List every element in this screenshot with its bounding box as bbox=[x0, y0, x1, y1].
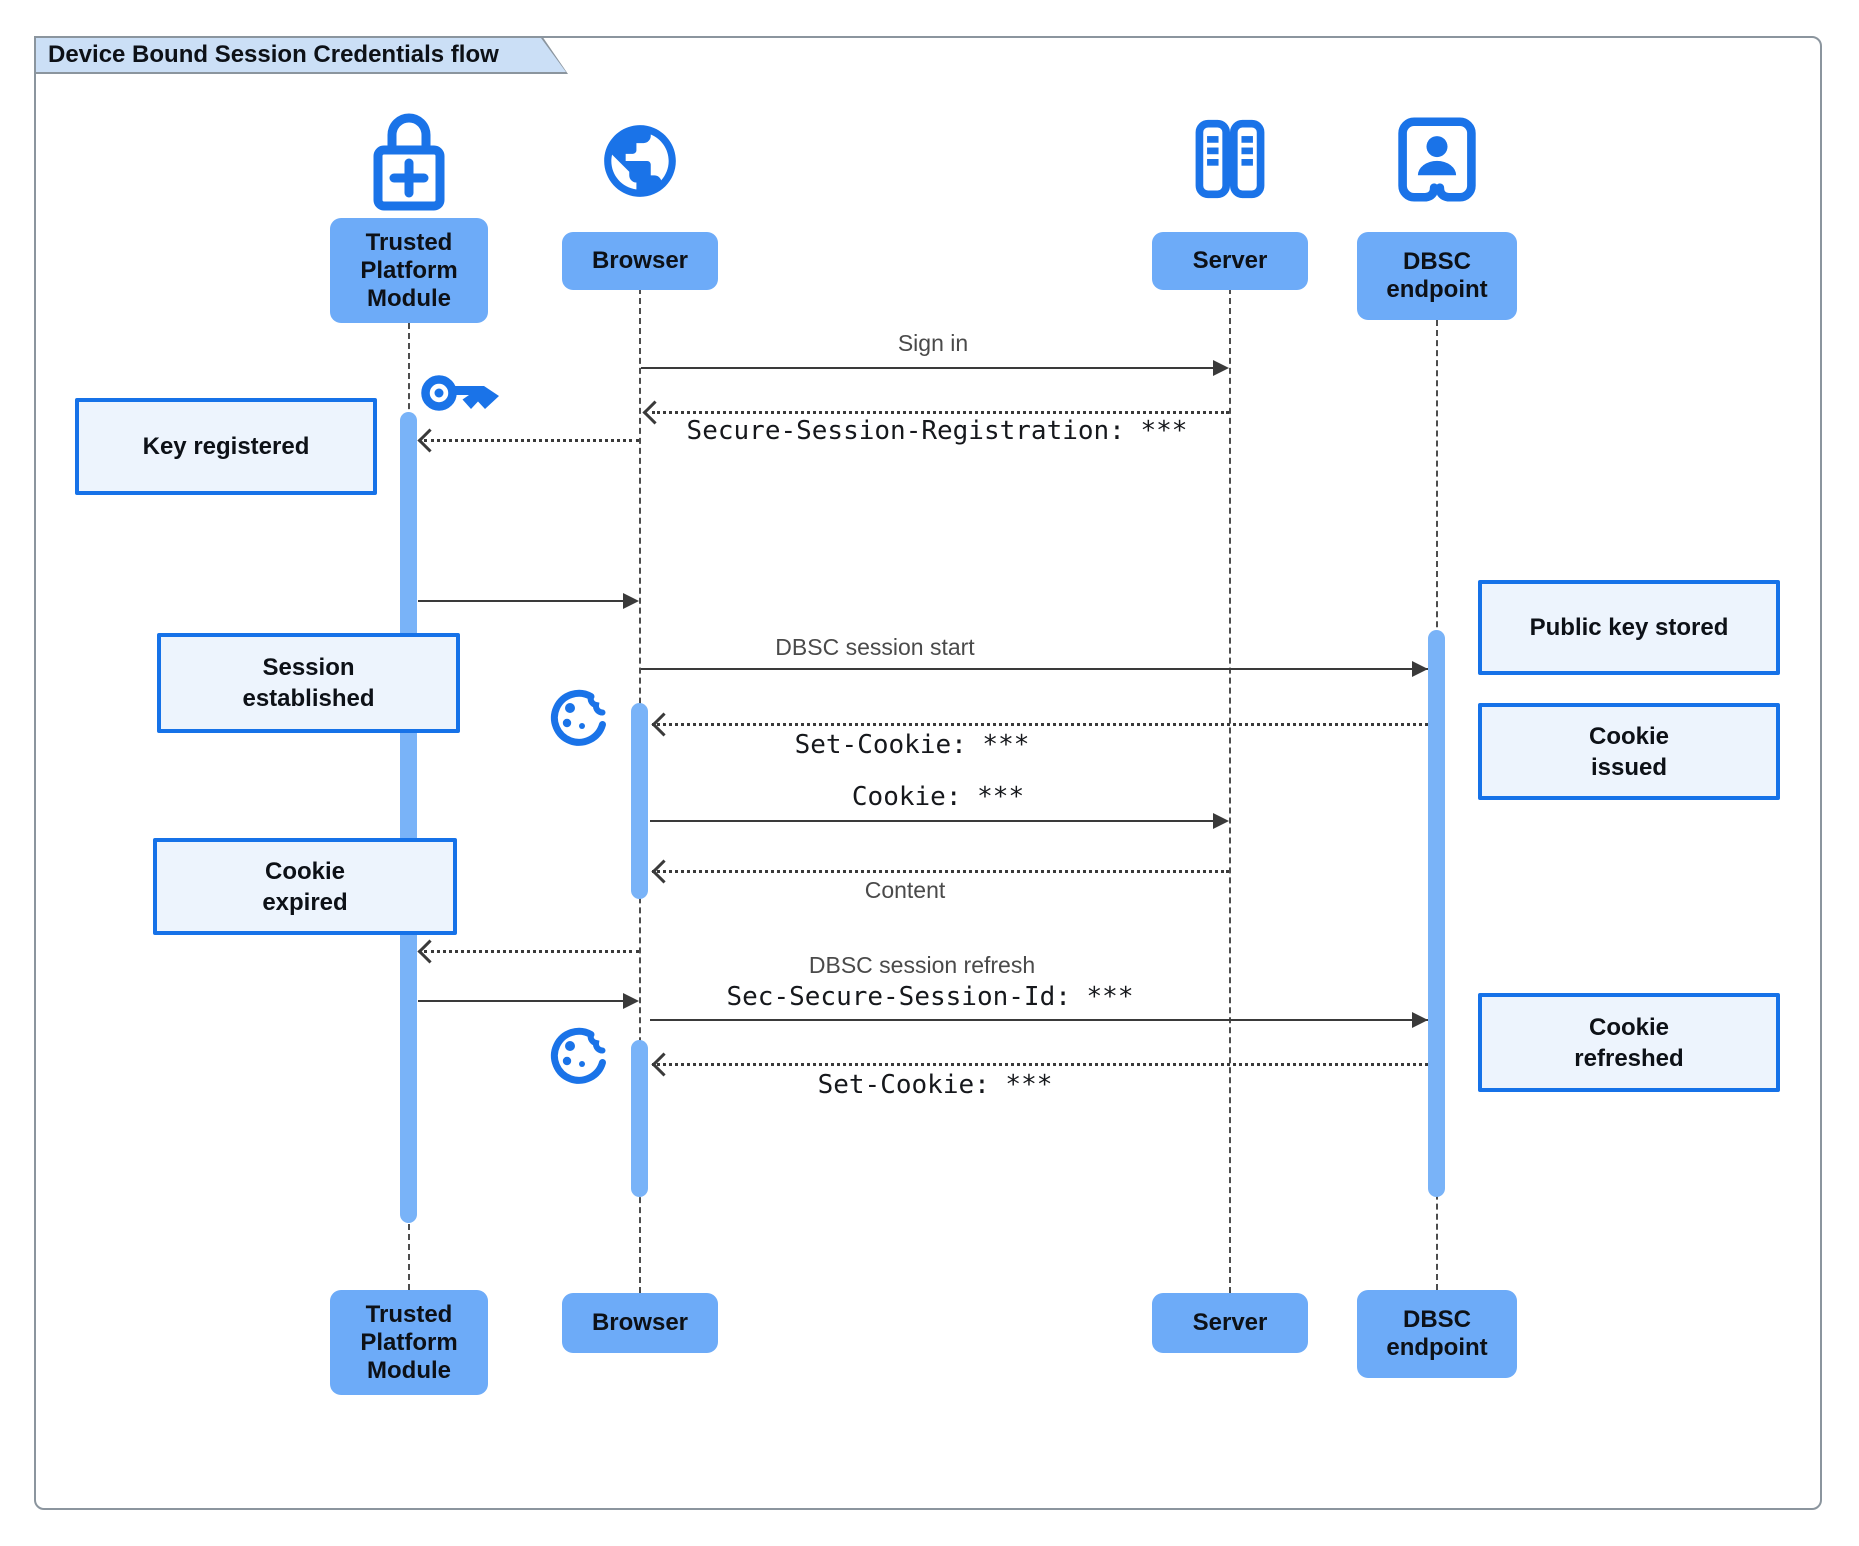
register-key-arrow bbox=[424, 439, 639, 442]
sign-challenge-arrow bbox=[424, 950, 639, 953]
cookie-refreshed-note: Cookie refreshed bbox=[1478, 993, 1780, 1092]
set-cookie-refreshed-label: Set-Cookie: *** bbox=[817, 1070, 1053, 1100]
cookie-icon bbox=[543, 684, 609, 755]
arrowhead bbox=[1213, 813, 1229, 829]
endpoint-badge-icon bbox=[1394, 112, 1480, 212]
diagram-title: Device Bound Session Credentials flow bbox=[36, 38, 566, 72]
key-ready-arrow bbox=[418, 600, 628, 602]
dbsc-activation-bar bbox=[1428, 630, 1445, 1197]
lock-plus-icon bbox=[364, 104, 454, 219]
dbsc-actor-label-bottom: DBSC endpoint bbox=[1357, 1290, 1517, 1378]
content-label: Content bbox=[864, 877, 946, 903]
browser-actor-label-bottom: Browser bbox=[562, 1293, 718, 1353]
arrowhead bbox=[1213, 360, 1229, 376]
dbsc-session-refresh-label: DBSC session refresh bbox=[808, 952, 1036, 978]
server-actor-label-bottom: Server bbox=[1152, 1293, 1308, 1353]
dbsc-session-refresh-arrow bbox=[650, 1019, 1428, 1021]
set-cookie-refreshed-arrow bbox=[652, 1063, 1428, 1066]
arrowhead bbox=[1412, 661, 1428, 677]
cookie-label: Cookie: *** bbox=[851, 782, 1025, 812]
arrowhead bbox=[623, 593, 639, 609]
arrowhead bbox=[623, 993, 639, 1009]
tpm-actor-label-top: Trusted Platform Module bbox=[330, 218, 488, 323]
server-lifeline bbox=[1229, 288, 1231, 1293]
key-icon bbox=[418, 368, 510, 423]
set-cookie-label: Set-Cookie: *** bbox=[794, 730, 1030, 760]
sec-secure-session-id-label: Sec-Secure-Session-Id: *** bbox=[726, 982, 1134, 1012]
sign-in-label: Sign in bbox=[897, 330, 969, 356]
dbsc-session-start-label: DBSC session start bbox=[775, 634, 975, 660]
session-established-note: Session established bbox=[157, 633, 460, 733]
server-actor-label-top: Server bbox=[1152, 232, 1308, 290]
cookie-issued-note: Cookie issued bbox=[1478, 703, 1780, 800]
public-key-stored-note: Public key stored bbox=[1478, 580, 1780, 675]
globe-icon bbox=[597, 118, 683, 209]
signature-arrow bbox=[418, 1000, 628, 1002]
session-registration-arrow bbox=[652, 411, 1229, 414]
diagram-frame bbox=[34, 36, 1822, 1510]
session-registration-label: Secure-Session-Registration: *** bbox=[686, 416, 1188, 446]
dbsc-actor-label-top: DBSC endpoint bbox=[1357, 232, 1517, 320]
browser-activation-bar-2 bbox=[631, 1040, 648, 1197]
dbsc-session-start-arrow bbox=[641, 668, 1428, 670]
cookie-arrow bbox=[650, 820, 1220, 822]
cookie-icon bbox=[543, 1022, 609, 1093]
tpm-activation-bar bbox=[400, 412, 417, 1223]
content-arrow bbox=[652, 870, 1229, 873]
arrowhead bbox=[1412, 1012, 1428, 1028]
browser-actor-label-top: Browser bbox=[562, 232, 718, 290]
key-registered-note: Key registered bbox=[75, 398, 377, 495]
browser-activation-bar-1 bbox=[631, 703, 648, 899]
tpm-actor-label-bottom: Trusted Platform Module bbox=[330, 1290, 488, 1395]
server-icon bbox=[1187, 116, 1273, 207]
diagram-title-tab: Device Bound Session Credentials flow bbox=[34, 36, 568, 74]
set-cookie-arrow bbox=[652, 723, 1428, 726]
cookie-expired-note: Cookie expired bbox=[153, 838, 457, 935]
sign-in-arrow bbox=[641, 367, 1219, 369]
